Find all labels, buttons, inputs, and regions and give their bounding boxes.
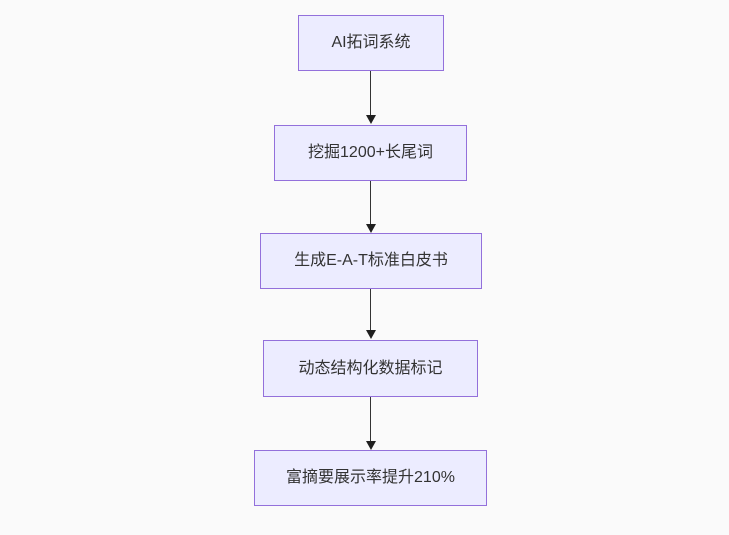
arrow-line <box>369 71 372 116</box>
flowchart-node-rich-snippet-result: 富摘要展示率提升210% <box>254 450 487 506</box>
flow-arrow-2 <box>365 181 376 233</box>
node-label: 富摘要展示率提升210% <box>286 469 455 486</box>
node-label: 挖掘1200+长尾词 <box>308 144 433 161</box>
arrow-head-down-icon <box>365 115 376 124</box>
flow-arrow-1 <box>365 71 376 124</box>
flow-arrow-3 <box>365 289 376 339</box>
arrow-head-down-icon <box>365 330 376 339</box>
arrow-line <box>369 397 372 442</box>
flowchart-node-structured-data: 动态结构化数据标记 <box>263 340 478 397</box>
arrow-line <box>369 289 372 331</box>
node-label: 生成E-A-T标准白皮书 <box>294 252 448 269</box>
flowchart-node-eat-whitepaper: 生成E-A-T标准白皮书 <box>260 233 482 289</box>
arrow-head-down-icon <box>365 441 376 450</box>
flowchart-node-longtail-mining: 挖掘1200+长尾词 <box>274 125 467 181</box>
arrow-head-down-icon <box>365 224 376 233</box>
node-label: 动态结构化数据标记 <box>298 359 443 377</box>
flowchart-node-ai-word-system: AI拓词系统 <box>298 15 444 71</box>
flow-arrow-4 <box>365 397 376 450</box>
arrow-line <box>369 181 372 225</box>
node-label: AI拓词系统 <box>331 34 411 51</box>
